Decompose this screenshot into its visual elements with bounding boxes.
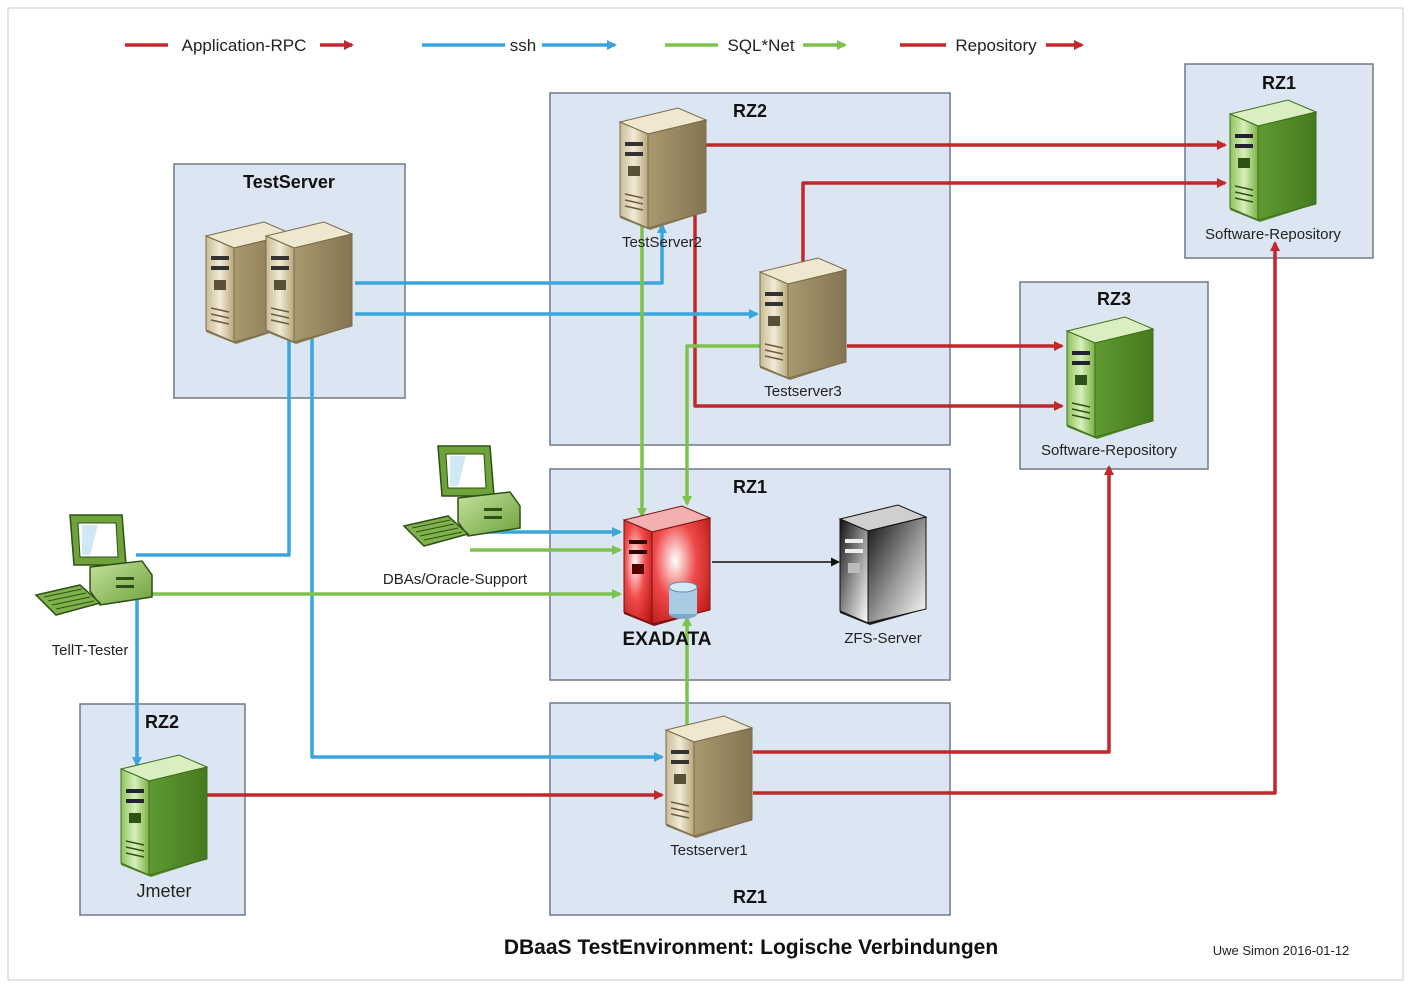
- conn-testserver-ts1: [310, 332, 664, 762]
- zone-title-testserver: TestServer: [243, 172, 335, 192]
- conn-ts3-repo-rz1: [801, 178, 1227, 264]
- legend-label-ssh: ssh: [510, 36, 536, 55]
- database-server-icon: [622, 505, 712, 626]
- conn-ts2-repo-rz3: [693, 200, 1064, 411]
- zfs-server-label: ZFS-Server: [844, 630, 922, 647]
- server-icon: [120, 754, 208, 878]
- software-repository-rz3-label: Software-Repository: [1041, 442, 1177, 459]
- testserver3-label: Testserver3: [764, 383, 842, 400]
- software-repository-rz3-node[interactable]: Software-Repository: [1041, 316, 1177, 459]
- conn-ts3-exadata: [682, 344, 762, 506]
- zone-title-rz1-testserver1: RZ1: [733, 887, 767, 907]
- legend-label-application-rpc: Application-RPC: [182, 36, 307, 55]
- server-icon: [1229, 99, 1317, 223]
- legend-repository: Repository: [900, 36, 1084, 55]
- conn-ts1-repo-rz3: [753, 465, 1114, 754]
- zone-title-rz3-repo: RZ3: [1097, 289, 1131, 309]
- testserver2-node[interactable]: TestServer2: [619, 107, 707, 251]
- zone-title-rz1-exadata: RZ1: [733, 477, 767, 497]
- zfs-server-node[interactable]: ZFS-Server: [838, 504, 928, 647]
- testserver1-label: Testserver1: [670, 842, 748, 859]
- connectors: [132, 140, 1280, 800]
- server-icon: [619, 107, 707, 231]
- zone-title-rz2-top: RZ2: [733, 101, 767, 121]
- exadata-label: EXADATA: [622, 629, 711, 650]
- tester-workstation-node[interactable]: TellT-Tester: [35, 514, 153, 659]
- author-credit: Uwe Simon 2016-01-12: [1213, 943, 1350, 958]
- dba-workstation-label: DBAs/Oracle-Support: [383, 571, 528, 588]
- testserver3-node[interactable]: Testserver3: [759, 257, 847, 400]
- legend-ssh: ssh: [422, 36, 617, 55]
- server-icon: [838, 504, 928, 625]
- server-icon: [265, 221, 353, 345]
- legend-application-rpc: Application-RPC: [125, 36, 354, 55]
- testserver2-label: TestServer2: [622, 234, 702, 251]
- software-repository-rz1-node[interactable]: Software-Repository: [1205, 99, 1341, 243]
- software-repository-rz1-label: Software-Repository: [1205, 226, 1341, 243]
- legend-sqlnet: SQL*Net: [665, 36, 847, 55]
- jmeter-node[interactable]: Jmeter: [120, 754, 208, 901]
- diagram-title: DBaaS TestEnvironment: Logische Verbindu…: [504, 936, 998, 959]
- dba-workstation-node[interactable]: DBAs/Oracle-Support: [383, 445, 528, 588]
- conn-tester-testserver: [136, 326, 294, 557]
- tester-workstation-label: TellT-Tester: [52, 642, 129, 659]
- zone-rz2-top: [549, 92, 951, 446]
- server-icon: [759, 257, 847, 381]
- server-icon: [665, 715, 753, 839]
- zone-title-rz2-jmeter: RZ2: [145, 712, 179, 732]
- legend: Application-RPC ssh SQL*Net Repository: [125, 36, 1084, 55]
- testserver1-node[interactable]: Testserver1: [665, 715, 753, 859]
- legend-label-sqlnet: SQL*Net: [727, 36, 794, 55]
- jmeter-label: Jmeter: [136, 881, 191, 901]
- exadata-node[interactable]: EXADATA: [622, 505, 712, 650]
- zone-title-rz1-repo: RZ1: [1262, 73, 1296, 93]
- server-icon: [1066, 316, 1154, 440]
- testserver-node[interactable]: [205, 221, 353, 345]
- conn-ts1-repo-rz1: [753, 241, 1280, 795]
- legend-label-repository: Repository: [955, 36, 1037, 55]
- conn-testserver-ts2: [355, 223, 667, 285]
